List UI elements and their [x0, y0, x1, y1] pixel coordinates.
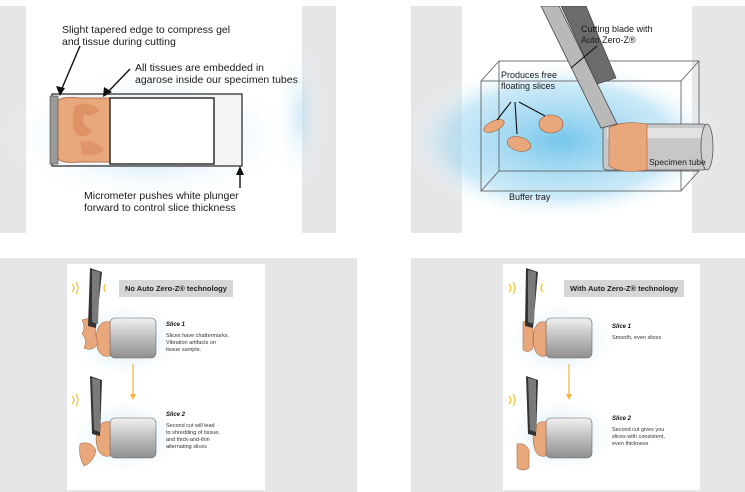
header-no-auto-zero-z: No Auto Zero-Z® technology — [119, 280, 233, 297]
header-with-auto-zero-z: With Auto Zero-Z® technology — [564, 280, 685, 297]
slice1-description: Slice 1 Slices have chattermarks. Vibrat… — [166, 322, 229, 354]
label-buffer-tray: Buffer tray — [509, 192, 551, 202]
buffer-water — [411, 61, 721, 221]
vibration-marks — [508, 281, 544, 295]
cutting-blade — [540, 6, 618, 129]
tapered-edge — [49, 95, 59, 165]
floating-slice — [506, 136, 532, 152]
panel-with-auto-zero-z: With Auto Zero-Z® technology Slice 1 Smo… — [411, 258, 745, 492]
slice-arrows — [496, 45, 598, 135]
tissue-sample — [608, 122, 648, 172]
with-auto-zero-z-illustration — [501, 268, 621, 478]
specimen-tube — [545, 417, 593, 459]
specimen-tube — [109, 317, 157, 359]
specimen-tube — [109, 417, 157, 459]
buffer-tray-illustration — [411, 6, 721, 221]
slice2-description: Slice 2 Second cut will lead to shreddin… — [166, 412, 220, 451]
arrow-edge — [59, 45, 81, 94]
floating-slice — [483, 119, 505, 133]
white-plunger — [109, 97, 215, 165]
specimen-tube — [545, 317, 593, 359]
arrow-embedded — [105, 68, 131, 95]
no-auto-zero-z-illustration — [65, 268, 185, 478]
slice2-description: Slice 2 Second cut gives you slices with… — [612, 416, 665, 448]
floating-slice — [538, 114, 564, 134]
shredded-slice — [79, 442, 97, 467]
specimen-tube-illustration — [0, 36, 325, 206]
label-specimen-tube: Specimen tube — [649, 157, 706, 167]
vibration-marks — [71, 281, 107, 295]
even-slice — [516, 443, 530, 471]
slice1-description: Slice 1 Smooth, even slices — [612, 324, 662, 341]
panel-no-auto-zero-z: No Auto Zero-Z® technology Slice 1 Slice… — [0, 258, 357, 492]
